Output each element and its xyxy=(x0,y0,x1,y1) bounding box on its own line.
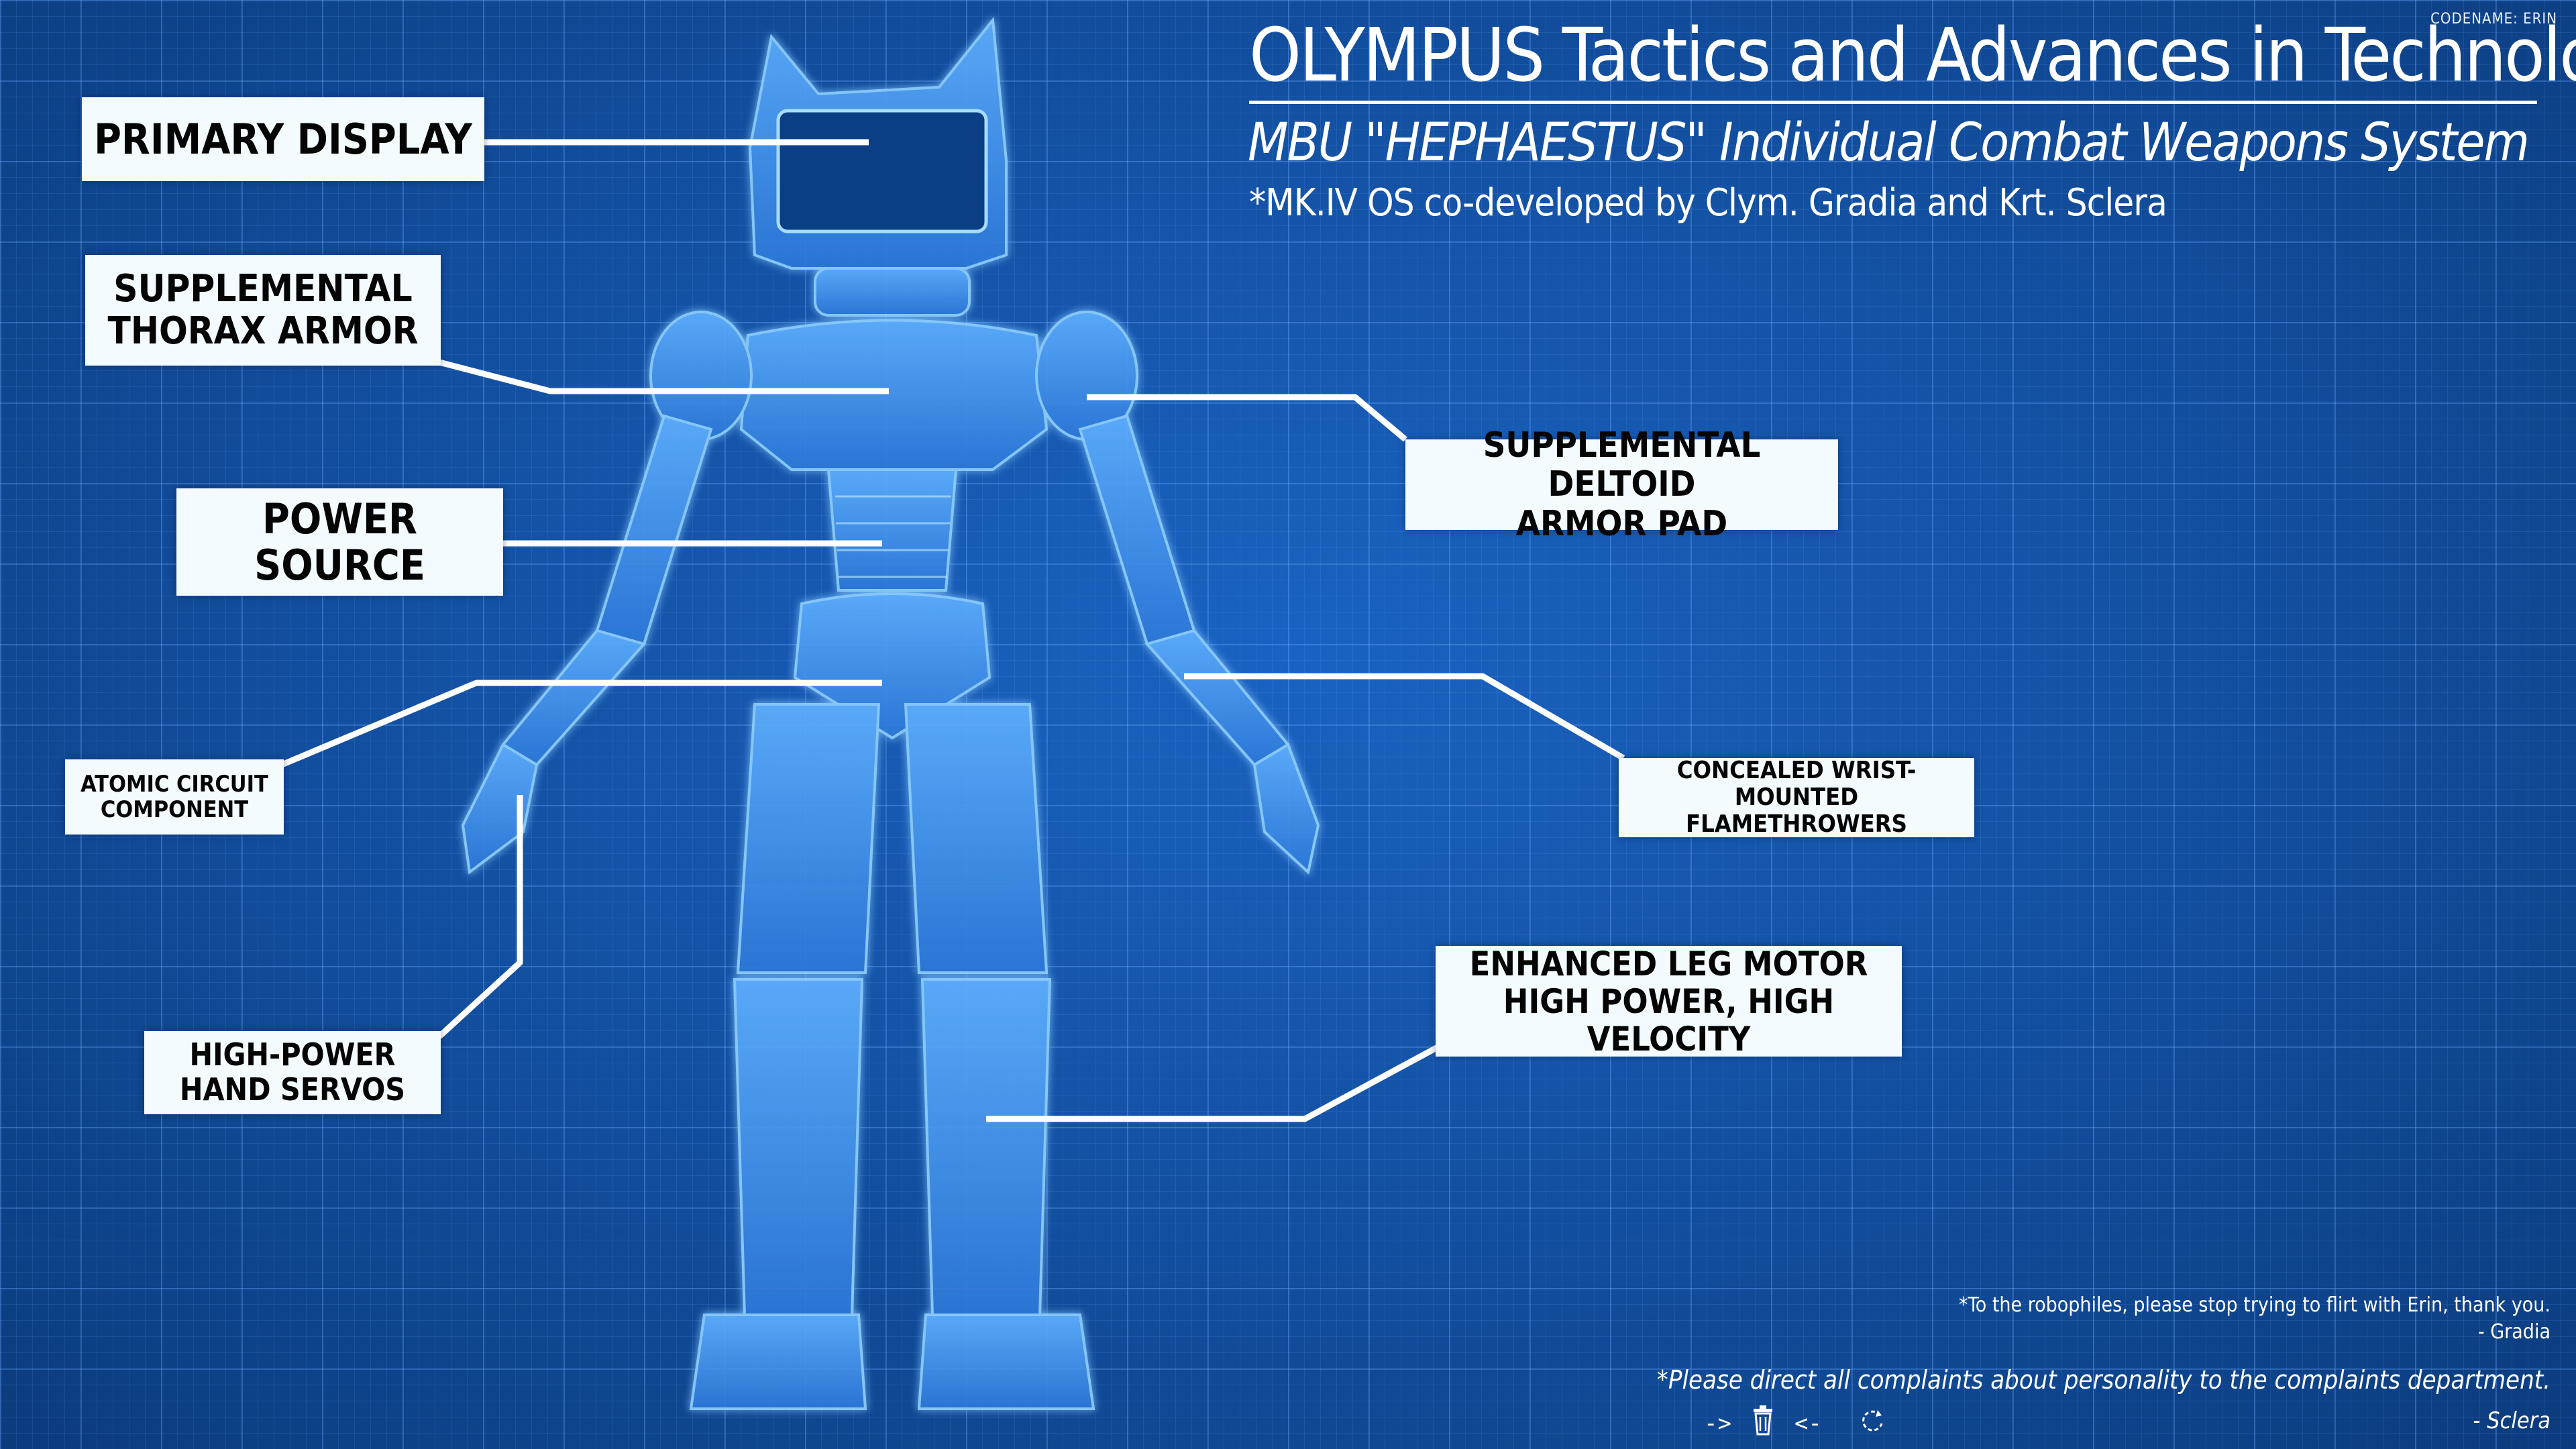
label-primary-display-text: PRIMARY DISPLAY xyxy=(94,114,472,164)
note-complaints: *Please direct all complaints about pers… xyxy=(1656,1365,2551,1395)
label-thorax-line-2: THORAX ARMOR xyxy=(107,309,419,353)
leader-thorax-armor xyxy=(438,359,889,394)
page-title: OLYMPUS Tactics and Advances in Technolo… xyxy=(1249,12,2576,98)
label-power-source: POWER SOURCE xyxy=(176,488,503,596)
label-deltoid-line-1: SUPPLEMENTAL DELTOID xyxy=(1483,425,1761,505)
label-thorax-armor: SUPPLEMENTAL THORAX ARMOR xyxy=(85,255,441,366)
leader-flamethrowers xyxy=(1184,673,1625,761)
refresh-icon[interactable] xyxy=(1858,1406,1886,1440)
credit-line: *MK.IV OS co-developed by Clym. Gradia a… xyxy=(1249,181,2167,225)
bottom-toolbar: -> <- xyxy=(1704,1405,1886,1442)
label-atomic-line-2: COMPONENT xyxy=(100,796,249,823)
leader-leg-motor xyxy=(986,1044,1441,1122)
label-flame-line-1: CONCEALED WRIST-MOUNTED xyxy=(1676,756,1917,811)
label-power-line-2: SOURCE xyxy=(254,541,425,590)
label-leg-line-2: HIGH POWER, HIGH VELOCITY xyxy=(1503,981,1835,1059)
title-underline xyxy=(1249,101,2537,104)
codename-label: CODENAME: ERIN xyxy=(2430,11,2557,28)
leader-deltoid-pad xyxy=(1087,394,1407,442)
page-subtitle: MBU "HEPHAESTUS" Individual Combat Weapo… xyxy=(1248,113,2530,173)
arrow-left-button[interactable]: <- xyxy=(1794,1409,1822,1437)
label-atomic-circuit: ATOMIC CIRCUIT COMPONENT xyxy=(65,759,284,835)
leader-atomic-circuit xyxy=(280,680,882,768)
label-leg-motor: ENHANCED LEG MOTOR HIGH POWER, HIGH VELO… xyxy=(1436,944,1902,1059)
label-leg-line-1: ENHANCED LEG MOTOR xyxy=(1469,944,1868,983)
label-servos-line-2: HAND SERVOS xyxy=(179,1071,406,1108)
label-hand-servos: HIGH-POWER HAND SERVOS xyxy=(144,1031,441,1114)
label-flame-line-2: FLAMETHROWERS xyxy=(1685,810,1907,839)
note-complaints-signature: - Sclera xyxy=(2473,1407,2551,1434)
label-servos-line-1: HIGH-POWER xyxy=(189,1036,396,1073)
leader-hand-servos xyxy=(437,795,523,1039)
label-atomic-line-1: ATOMIC CIRCUIT xyxy=(80,770,268,798)
arrow-right-button[interactable]: -> xyxy=(1704,1409,1731,1437)
trash-icon[interactable] xyxy=(1752,1405,1774,1442)
label-deltoid-line-2: ARMOR PAD xyxy=(1515,503,1728,544)
label-thorax-line-1: SUPPLEMENTAL xyxy=(113,266,413,311)
note-robophiles-signature: - Gradia xyxy=(2477,1320,2551,1344)
label-power-line-1: POWER xyxy=(262,494,417,543)
note-robophiles: *To the robophiles, please stop trying t… xyxy=(1958,1293,2551,1317)
label-deltoid-pad: SUPPLEMENTAL DELTOID ARMOR PAD xyxy=(1405,426,1838,543)
label-primary-display: PRIMARY DISPLAY xyxy=(82,97,484,181)
label-flamethrowers: CONCEALED WRIST-MOUNTED FLAMETHROWERS xyxy=(1619,756,1974,839)
